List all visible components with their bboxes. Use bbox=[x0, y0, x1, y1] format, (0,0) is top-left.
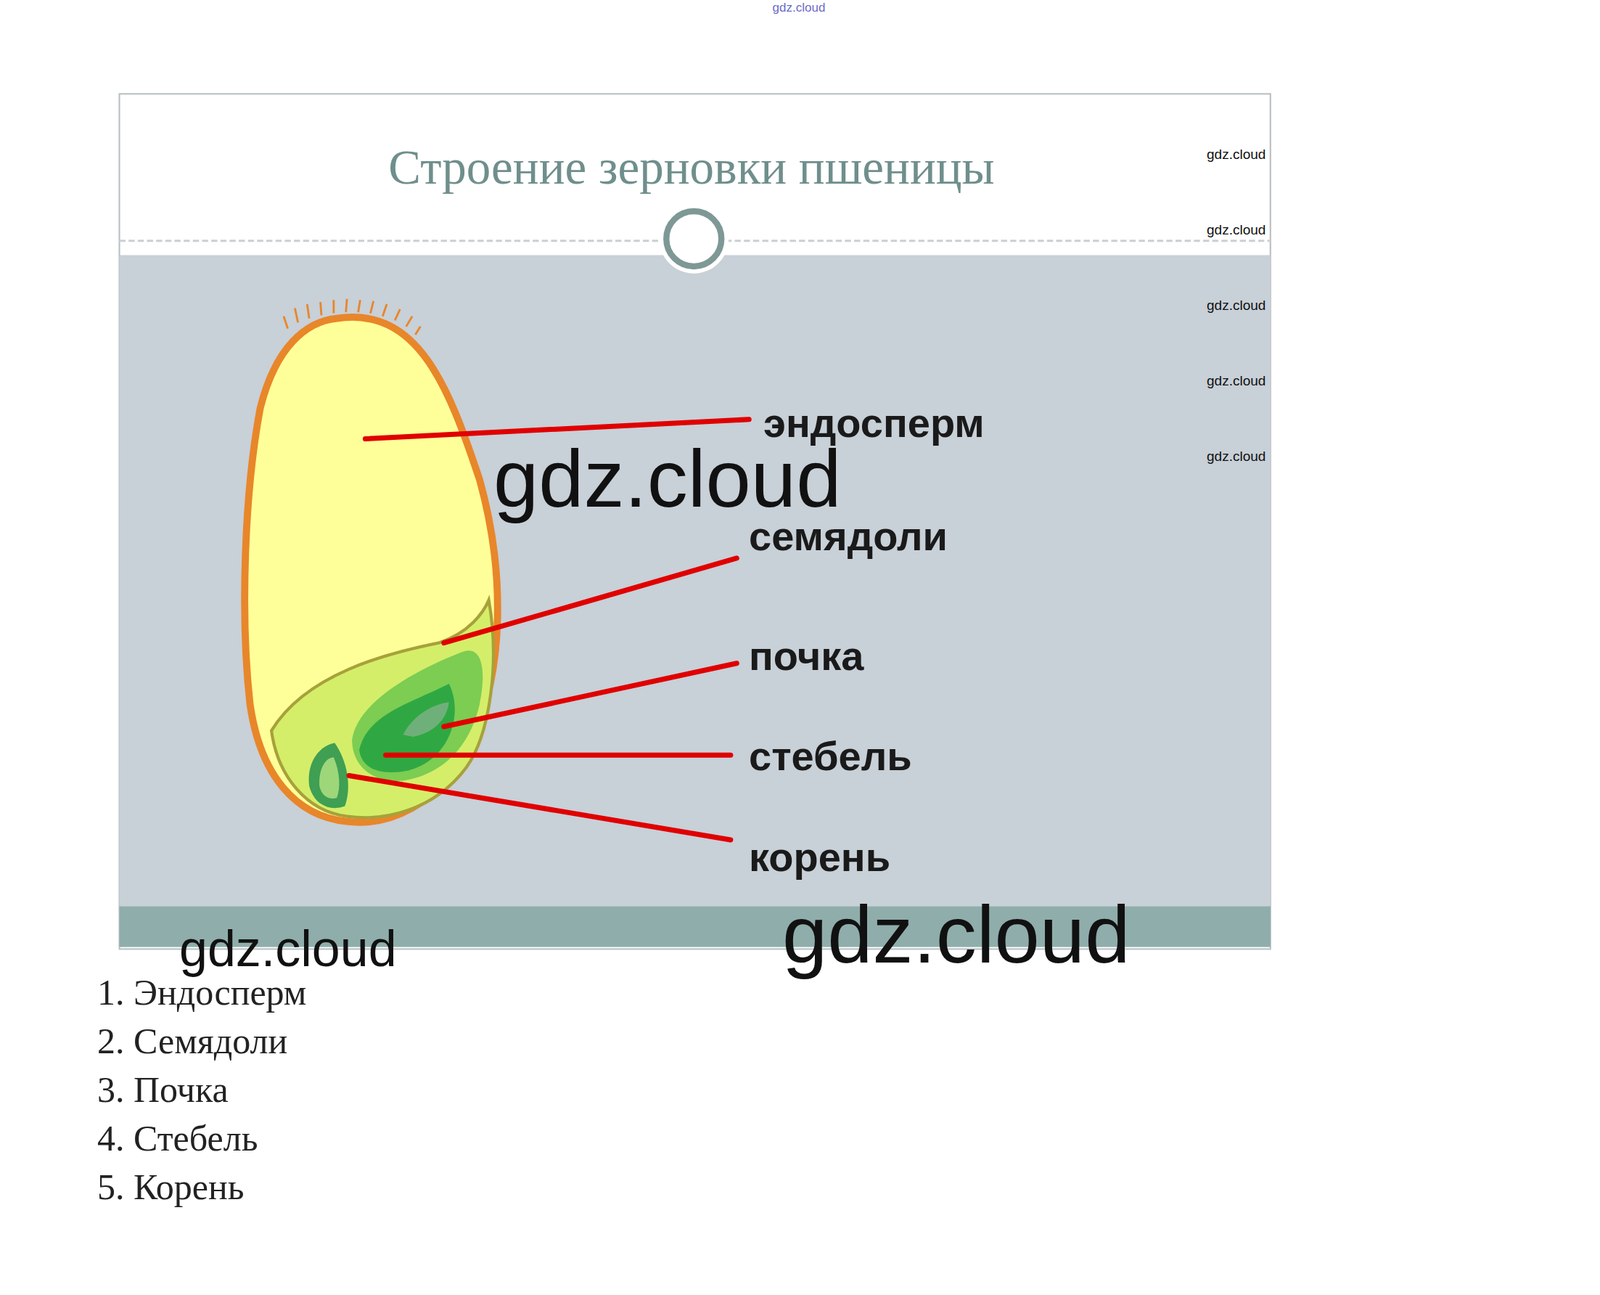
grain-coat bbox=[244, 317, 498, 823]
part-label: корень bbox=[748, 836, 891, 878]
part-label: почка bbox=[748, 635, 864, 677]
title-circle bbox=[666, 211, 722, 267]
watermark: gdz.cloud bbox=[179, 922, 397, 974]
part-label: эндосперм bbox=[763, 402, 985, 444]
part-label: стебель bbox=[748, 735, 913, 777]
embryo bbox=[351, 650, 483, 781]
watermark: gdz.cloud bbox=[1206, 222, 1266, 237]
bud bbox=[402, 701, 449, 737]
watermark: gdz.cloud bbox=[1206, 373, 1266, 388]
part-label: семядоли bbox=[748, 515, 948, 557]
list-item: 5. Корень bbox=[97, 1168, 245, 1205]
scutellum bbox=[271, 600, 494, 818]
slide-title: Строение зерновки пшеницы bbox=[388, 142, 995, 192]
list-item: 1. Эндосперм bbox=[97, 973, 307, 1011]
list-item: 3. Почка bbox=[97, 1071, 229, 1108]
root bbox=[309, 742, 349, 808]
watermark: gdz.cloud bbox=[1206, 147, 1266, 162]
watermark: gdz.cloud bbox=[782, 893, 1130, 976]
slide bbox=[119, 93, 1271, 949]
list-item: 4. Стебель bbox=[97, 1119, 258, 1156]
title-circle-ground bbox=[658, 203, 729, 274]
list-item: 2. Семядоли bbox=[97, 1022, 288, 1059]
watermark: gdz.cloud bbox=[493, 438, 841, 520]
watermark: gdz.cloud bbox=[1206, 298, 1266, 313]
stem bbox=[359, 683, 455, 773]
root-tip bbox=[319, 756, 339, 799]
panel bbox=[119, 254, 1271, 906]
watermark: gdz.cloud bbox=[772, 1, 826, 14]
watermark: gdz.cloud bbox=[1206, 449, 1266, 463]
